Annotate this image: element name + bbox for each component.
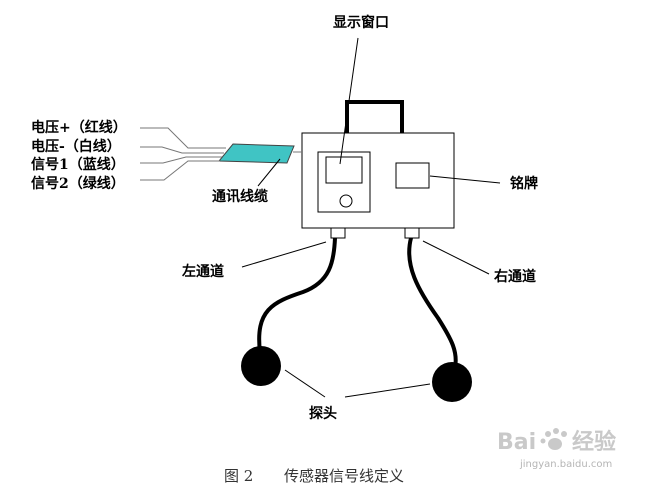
paw-logo [540,428,567,450]
callout-display [339,37,359,165]
label-probe: 探头 [309,405,337,422]
callout-cable [257,158,281,187]
wire-voltage-plus [140,127,226,149]
wire-signal2 [140,160,220,181]
comm-cable-band [217,143,295,164]
wire-label-signal2: 信号2（绿线） [31,175,125,192]
right-probe-cable [407,237,458,369]
label-comm-cable: 通讯线缆 [212,188,268,205]
watermark-brand: Bai [497,430,536,455]
signal-wires [140,127,226,181]
right-probe [432,362,472,402]
label-right-channel: 右通道 [493,268,536,285]
watermark-brand2: 经验 [572,429,616,455]
left-connector [330,227,346,239]
caption-title: 传感器信号线定义 [284,467,404,485]
nameplate-plate [395,162,430,189]
watermark-url: jingyan.baidu.com [519,459,612,470]
watermark: Bai 经验 jingyan.baidu.com [497,428,616,470]
left-probe [241,346,281,386]
wire-label-voltage-minus: 电压-（白线） [31,138,121,155]
label-left-channel: 左通道 [181,263,224,280]
callout-lines [241,37,501,398]
left-probe-cable [257,237,337,353]
right-connector [404,227,420,239]
wire-signal1 [140,156,222,164]
label-display-window: 显示窗口 [333,14,389,31]
box-handle [345,100,404,134]
callout-probe-left [284,369,326,398]
wire-voltage-minus [140,146,224,154]
callout-nameplate [429,175,501,184]
callout-left-channel [241,241,327,268]
wire-label-signal1: 信号1（蓝线） [31,156,125,173]
display-knob [339,194,353,208]
caption-figure-no: 图 2 [224,467,253,485]
callout-probe-right [344,383,431,398]
callout-right-channel [422,240,490,275]
label-nameplate: 铭牌 [510,175,538,192]
display-screen [325,156,363,184]
wire-label-voltage-plus: 电压+（红线） [31,119,127,136]
